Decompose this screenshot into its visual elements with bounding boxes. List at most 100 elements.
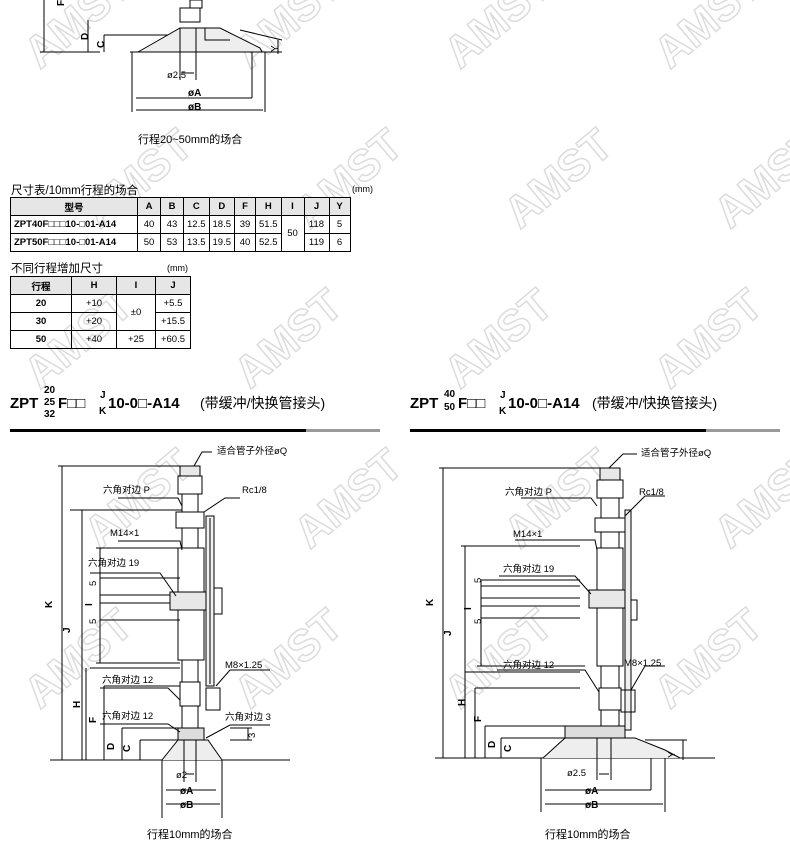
dim-table-unit: (mm) (352, 184, 373, 194)
table-header: Y (328, 197, 351, 216)
top-label-phib: øB (188, 102, 201, 113)
table-cell: +20 (71, 312, 117, 331)
right-label-five1: 5 (473, 578, 484, 583)
watermark-logo: AMST (435, 280, 562, 398)
table-cell: 40 (234, 233, 256, 252)
table-cell: ZPT40F□□□10-□01-A14 (10, 215, 138, 234)
table-cell: ZPT50F□□□10-□01-A14 (10, 233, 138, 252)
left-label-hex12a: 六角对边 12 (102, 674, 153, 686)
watermark-logo: AMST (435, 0, 562, 78)
right-section-drawing: 适合管子外径øQ 六角对边 P Rc1/8 M14×1 六角对边 19 5 5 … (425, 447, 715, 812)
table-header: H (71, 276, 117, 295)
top-cup-diagram: F D C Y ø2.5 øA øB (40, 0, 283, 113)
watermark-logo: AMST (705, 120, 790, 238)
table-header: 行程 (10, 276, 72, 295)
svg-text:(带缓冲/快换管接头): (带缓冲/快换管接头) (592, 395, 717, 411)
table-cell: 39 (234, 215, 256, 234)
table-cell: +15.5 (155, 312, 191, 331)
table-cell: 53 (160, 233, 184, 252)
table-header-row: 行程 H I J (10, 276, 191, 295)
left-label-hex3: 六角对边 3 (225, 711, 271, 723)
stroke-table: 行程 H I J 20 +10 ±0 +5.5 30 +20 +15.5 50 … (10, 276, 191, 349)
svg-text:20: 20 (44, 385, 56, 396)
left-caption: 行程10mm的场合 (147, 829, 233, 841)
table-row: 50 +40 +25 +60.5 (10, 330, 191, 349)
table-cell: 19.5 (208, 233, 235, 252)
right-label-phia: øA (585, 786, 598, 797)
svg-text:F□□: F□□ (58, 395, 85, 412)
table-cell: 118 (303, 215, 330, 234)
right-label-five2: 5 (473, 619, 484, 624)
left-label-c: C (122, 745, 133, 752)
table-header: A (137, 197, 161, 216)
right-section-heading: ZPT 40 50 F□□ J K 10-0□-A14 (带缓冲/快换管接头) (410, 382, 780, 432)
left-label-tube: 适合管子外径øQ (217, 445, 287, 457)
left-label-h: H (72, 701, 83, 708)
dim-table-title: 尺寸表/10mm行程的场合 (11, 185, 139, 197)
left-label-hexp: 六角对边 P (103, 484, 150, 496)
table-cell: +25 (116, 330, 156, 349)
left-label-phia: øA (180, 786, 193, 797)
table-cell: 119 (303, 233, 330, 252)
top-label-d: D (80, 33, 91, 40)
right-label-f: F (473, 716, 484, 722)
left-label-three: 3 (247, 733, 258, 738)
right-label-h: H (457, 699, 468, 706)
table-cell: +5.5 (155, 294, 191, 313)
right-label-hex19: 六角对边 19 (503, 563, 554, 575)
svg-text:K: K (499, 406, 507, 417)
left-label-five1: 5 (88, 581, 99, 586)
top-caption: 行程20~50mm的场合 (138, 134, 243, 146)
table-cell: 12.5 (183, 215, 210, 234)
right-label-y: Y (667, 751, 678, 758)
right-label-c: C (503, 745, 514, 752)
left-model-code: ZPT 20 25 32 F□□ J K 10-0□-A14 (带缓冲/快换管接… (10, 385, 325, 420)
left-label-rc: Rc1/8 (242, 485, 267, 496)
left-label-f: F (88, 717, 99, 723)
table-cell-merged: ±0 (116, 294, 156, 331)
svg-text:F□□: F□□ (458, 395, 485, 412)
left-label-phi2: ø2 (176, 770, 187, 781)
top-label-c: C (96, 41, 107, 48)
right-label-hex12: 六角对边 12 (503, 659, 554, 671)
left-section-drawing: 适合管子外径øQ 六角对边 P Rc1/8 M14×1 六角对边 19 5 5 … (44, 445, 290, 818)
svg-text:J: J (100, 390, 106, 401)
table-header: D (208, 197, 235, 216)
left-label-hex19: 六角对边 19 (88, 557, 139, 569)
table-cell: 50 (137, 233, 161, 252)
svg-text:50: 50 (444, 402, 456, 413)
right-label-i: I (463, 607, 474, 610)
table-header: 型号 (10, 197, 138, 216)
table-cell: 6 (328, 233, 351, 252)
top-label-phi25: ø2.5 (167, 70, 186, 81)
watermark-logo: AMST (225, 280, 352, 398)
table-cell: 51.5 (255, 215, 282, 234)
left-label-d: D (106, 743, 117, 750)
table-header: F (234, 197, 256, 216)
top-label-y: Y (270, 45, 281, 52)
watermark-logo: AMST (645, 280, 772, 398)
table-cell: 43 (160, 215, 184, 234)
table-row: ZPT40F□□□10-□01-A14 40 43 12.5 18.5 39 5… (10, 215, 351, 252)
table-header: B (160, 197, 184, 216)
left-label-j: J (62, 627, 73, 633)
stroke-table-title: 不同行程增加尺寸 (11, 263, 103, 275)
right-label-j: J (443, 630, 454, 636)
left-label-m8: M8×1.25 (225, 660, 262, 671)
svg-text:10-0□-A14: 10-0□-A14 (508, 395, 580, 412)
table-cell: +10 (71, 294, 117, 313)
svg-text:ZPT: ZPT (410, 395, 438, 412)
left-section-heading: ZPT 20 25 32 F□□ J K 10-0□-A14 (带缓冲/快换管接… (10, 382, 380, 432)
table-row: 20 +10 ±0 +5.5 (10, 294, 191, 331)
table-header-row: 型号 A B C D F H I J Y (10, 197, 351, 216)
table-cell: 18.5 (208, 215, 235, 234)
table-cell: 52.5 (255, 233, 282, 252)
table-cell: 30 (10, 312, 72, 331)
table-header: J (303, 197, 330, 216)
right-label-rc: Rc1/8 (639, 487, 664, 498)
right-label-phib: øB (585, 800, 598, 811)
table-cell: 50 (10, 330, 72, 349)
left-label-m14: M14×1 (110, 528, 139, 539)
right-label-tube: 适合管子外径øQ (641, 447, 711, 459)
table-cell: 13.5 (183, 233, 210, 252)
